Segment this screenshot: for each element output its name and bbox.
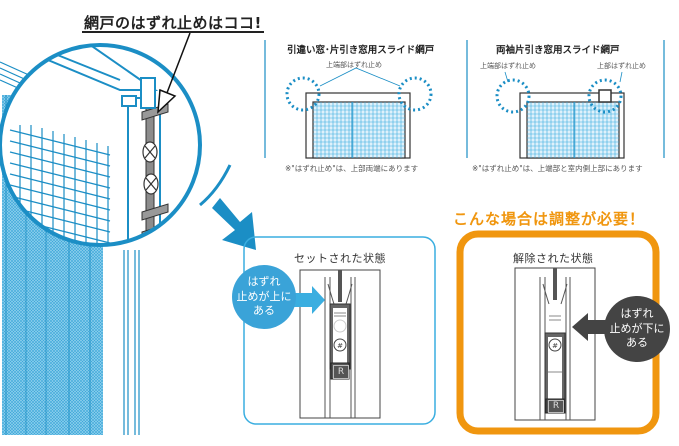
screw-icon	[333, 338, 347, 352]
svg-text:#: #	[337, 342, 343, 350]
arrow-down-right-icon	[199, 164, 256, 250]
bubble-set-line2: 止めが上に	[236, 289, 292, 303]
warning-heading: こんな場合は調整が必要！	[453, 210, 646, 228]
bubble-set: はずれ 止めが上に ある	[232, 265, 296, 329]
panel1-window-drawing	[285, 67, 433, 159]
panel2-title: 両袖片引き窓用スライド網戸	[496, 45, 620, 56]
panel2-note: ※"はずれ止め"は、上端部と室内側上部にあります	[472, 164, 643, 173]
pointer-arrow-icon	[157, 32, 191, 114]
r-badge-released: R	[548, 400, 564, 413]
bubble-set-line1: はずれ	[247, 274, 281, 288]
bubble-set-line3: ある	[253, 304, 275, 318]
state-released-title: 解除された状態	[513, 252, 594, 265]
arrow-right-icon	[292, 286, 325, 314]
panel2-label-left: 上端部はずれ止め	[480, 62, 536, 70]
screw-icon	[142, 141, 159, 195]
panel2-window-drawing	[495, 71, 625, 159]
state-set-box	[243, 236, 436, 425]
panel2-label-right: 上部はずれ止め	[597, 62, 646, 70]
arrow-left-icon	[572, 313, 608, 341]
bubble-released-line2: 止めが下に	[609, 321, 665, 335]
bubble-released: はずれ 止めが下に ある	[604, 296, 670, 362]
svg-text:#: #	[552, 342, 558, 350]
panel1-label-top: 上端部はずれ止め	[326, 61, 382, 69]
screw-icon	[548, 338, 562, 352]
headline: 網戸のはずれ止めはココ!	[84, 14, 262, 32]
bubble-released-line1: はずれ	[620, 306, 654, 320]
panel1-note: ※"はずれ止め"は、上部両端にあります	[285, 164, 419, 173]
stopper-device-released: #	[514, 267, 596, 421]
headline-underline	[82, 31, 264, 33]
r-badge-set: R	[333, 365, 349, 379]
state-set-title: セットされた状態	[294, 252, 386, 265]
panel1-title: 引違い窓･片引き窓用スライド網戸	[287, 45, 435, 56]
bubble-released-line3: ある	[626, 336, 648, 350]
